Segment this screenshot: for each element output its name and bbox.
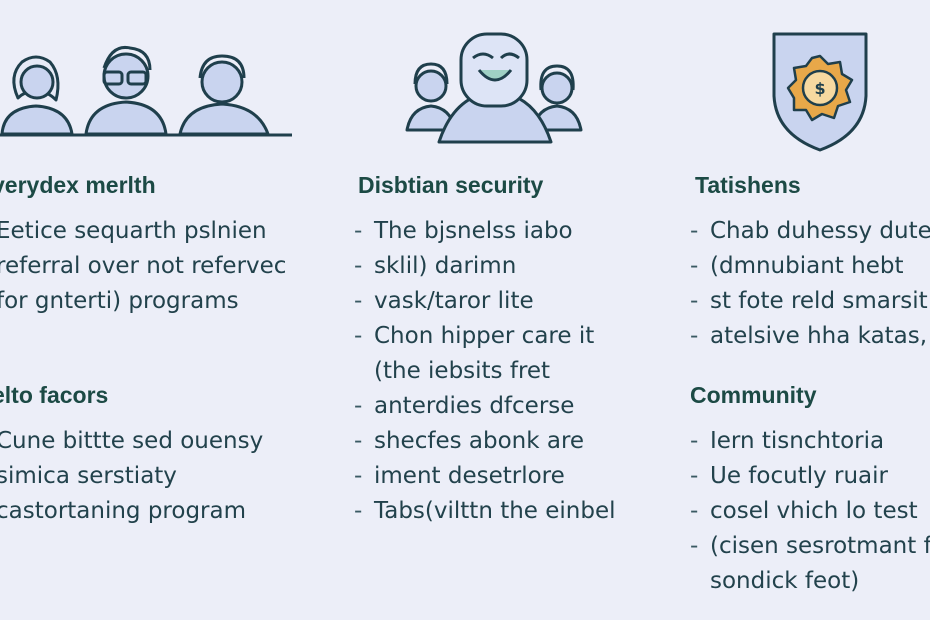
list-item: referral over not refervec <box>0 253 287 279</box>
column-middle: Disbtian security -The bjsnelss iabo -sk… <box>350 0 650 620</box>
bullet: - <box>354 498 363 524</box>
list-item: -Ue focutly ruair <box>690 459 930 494</box>
list-item: -Chab duhessy dute <box>690 214 930 249</box>
bullet: - <box>354 218 363 244</box>
svg-text:$: $ <box>814 79 825 98</box>
section-heading: Disbtian security <box>358 172 544 198</box>
list-item: -atelsive hha katas, <box>690 319 930 354</box>
bullet: - <box>690 288 699 314</box>
bullet: - <box>354 428 363 454</box>
column-left: verydex merlth Eetice sequarth pslnien r… <box>0 0 300 620</box>
text-list: -Iern tisnchtoria -Ue focutly ruair -cos… <box>690 424 930 599</box>
section-heading: Tatishens <box>695 172 801 198</box>
list-item: Eetice sequarth pslnien <box>0 218 267 244</box>
list-item: -iment desetrlore <box>354 459 616 494</box>
list-item: -sklil) darimn <box>354 249 616 284</box>
list-item: for gnterti) programs <box>0 288 239 314</box>
text-list: Cune bittte sed ouensy simica serstiaty … <box>0 424 263 529</box>
bullet: - <box>690 463 699 489</box>
list-item: simica serstiaty <box>0 463 177 489</box>
list-item: sondick feot) <box>710 568 860 594</box>
list-item: -shecfes abonk are <box>354 424 616 459</box>
text-list: -The bjsnelss iabo -sklil) darimn -vask/… <box>354 214 616 529</box>
shield-badge-icon: $ <box>768 26 872 160</box>
list-item: -(dmnubiant hebt <box>690 249 930 284</box>
list-item: (the iebsits fret <box>374 358 551 384</box>
bullet: - <box>690 428 699 454</box>
list-item: -Chon hipper care it <box>354 319 616 354</box>
list-item: -Tabs(vilttn the einbel <box>354 494 616 529</box>
section-heading: verydex merlth <box>0 172 156 198</box>
bullet: - <box>354 288 363 314</box>
list-item: -vask/taror lite <box>354 284 616 319</box>
three-people-icon <box>0 38 295 147</box>
list-item: castortaning program <box>0 498 247 524</box>
bullet: - <box>354 323 363 349</box>
bullet: - <box>690 218 699 244</box>
bullet: - <box>354 253 363 279</box>
text-list: -Chab duhessy dute -(dmnubiant hebt -st … <box>690 214 930 354</box>
bullet: - <box>354 463 363 489</box>
text-list: Eetice sequarth pslnien referral over no… <box>0 214 286 319</box>
section-heading: Community <box>690 382 817 408</box>
list-item: -Iern tisnchtoria <box>690 424 930 459</box>
column-right: $ Tatishens -Chab duhessy dute -(dmnubia… <box>680 0 930 620</box>
list-item: -st fote reld smarsit <box>690 284 930 319</box>
bullet: - <box>690 533 699 559</box>
bullet: - <box>690 253 699 279</box>
bullet: - <box>690 323 699 349</box>
bullet: - <box>690 498 699 524</box>
list-item: -The bjsnelss iabo <box>354 214 616 249</box>
bullet: - <box>354 393 363 419</box>
group-with-leader-icon <box>405 30 585 152</box>
list-item: -cosel vhich lo test <box>690 494 930 529</box>
section-heading: elto facors <box>0 382 109 408</box>
list-item: Cune bittte sed ouensy <box>0 428 264 454</box>
list-item: -(cisen sesrotmant fo <box>690 529 930 564</box>
list-item: -anterdies dfcerse <box>354 389 616 424</box>
